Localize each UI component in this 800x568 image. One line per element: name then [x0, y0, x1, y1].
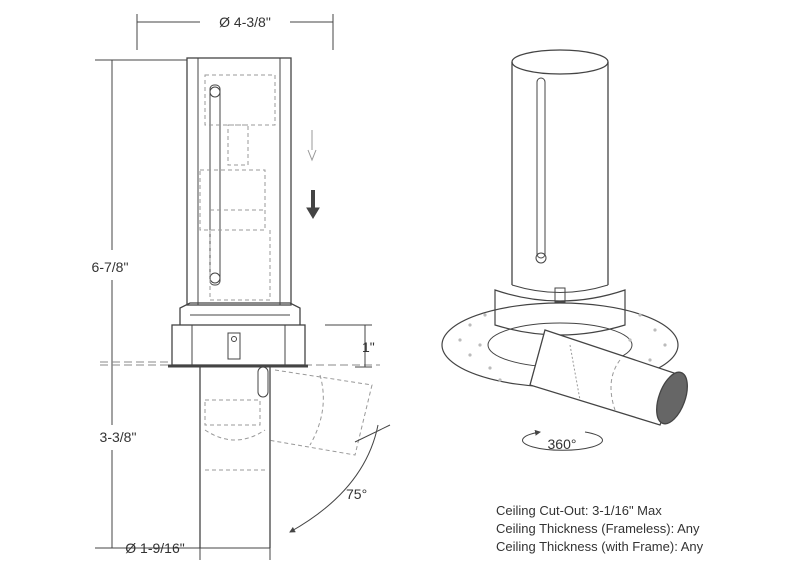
perspective-view — [441, 49, 688, 451]
mounting-collar — [168, 302, 308, 368]
installation-notes: Ceiling Cut-Out: 3-1/16" Max Ceiling Thi… — [496, 502, 703, 556]
note-thickness-frame: Ceiling Thickness (with Frame): Any — [496, 539, 704, 554]
note-cutout: Ceiling Cut-Out: 3-1/16" Max — [496, 503, 662, 518]
total-height-label: 6-7/8" — [92, 259, 129, 275]
tilt-angle-label: 75° — [346, 486, 367, 502]
rotation-label: 360° — [548, 436, 577, 452]
tilt-arc — [289, 424, 379, 533]
top-diameter-dimension — [136, 14, 334, 50]
note-thickness-frameless: Ceiling Thickness (Frameless): Any — [496, 521, 700, 536]
tilted-position — [267, 369, 373, 456]
top-diameter-label: Ø 4-3/8" — [219, 14, 271, 30]
lower-height-label: 3-3/8" — [100, 429, 137, 445]
lower-lamp-housing — [199, 366, 271, 560]
upper-housing — [186, 57, 320, 306]
bottom-diameter-label: Ø 1-9/16" — [125, 540, 184, 556]
height-dimension — [95, 59, 200, 549]
collar-height-dimension — [325, 324, 372, 368]
collar-height-label: 1" — [362, 339, 375, 355]
